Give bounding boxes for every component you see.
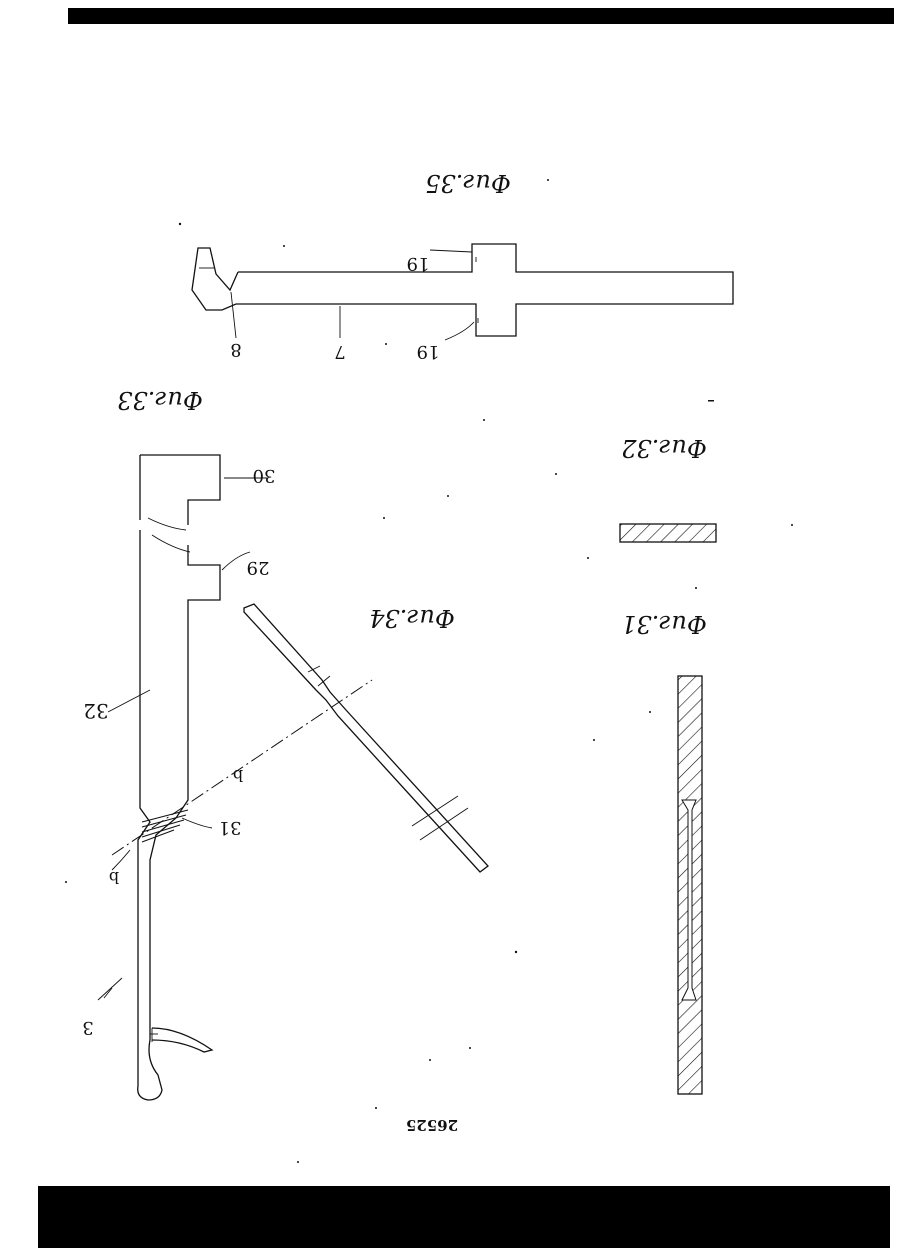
ref-8: 8 [230,339,241,360]
figure-35-drawing [192,244,733,340]
ref-19-upper: 19 [407,253,430,274]
ref-3: 3 [82,1017,93,1038]
ref-7: 7 [334,341,345,362]
figure-32-caption: Фиг.32 [621,434,707,462]
figure-31-drawing [678,676,702,1094]
ref-29: 29 [247,557,270,578]
figure-33-caption: Фиг.33 [117,386,203,414]
ref-32: 32 [83,699,108,723]
figure-35-caption: Фиг.35 [425,169,511,197]
figure-34-drawing [244,604,488,872]
figure-32-drawing [620,524,716,542]
figure-31-caption: Фиг.31 [621,610,707,638]
ref-b-lower: b [109,868,119,887]
ref-b-upper: b [233,766,243,785]
ref-31: 31 [219,817,242,838]
figure-34-caption: Фиг.34 [369,604,455,632]
ref-30: 30 [253,465,276,486]
page-number: 26525 [406,1116,458,1134]
ref-19-lower: 19 [417,341,440,362]
